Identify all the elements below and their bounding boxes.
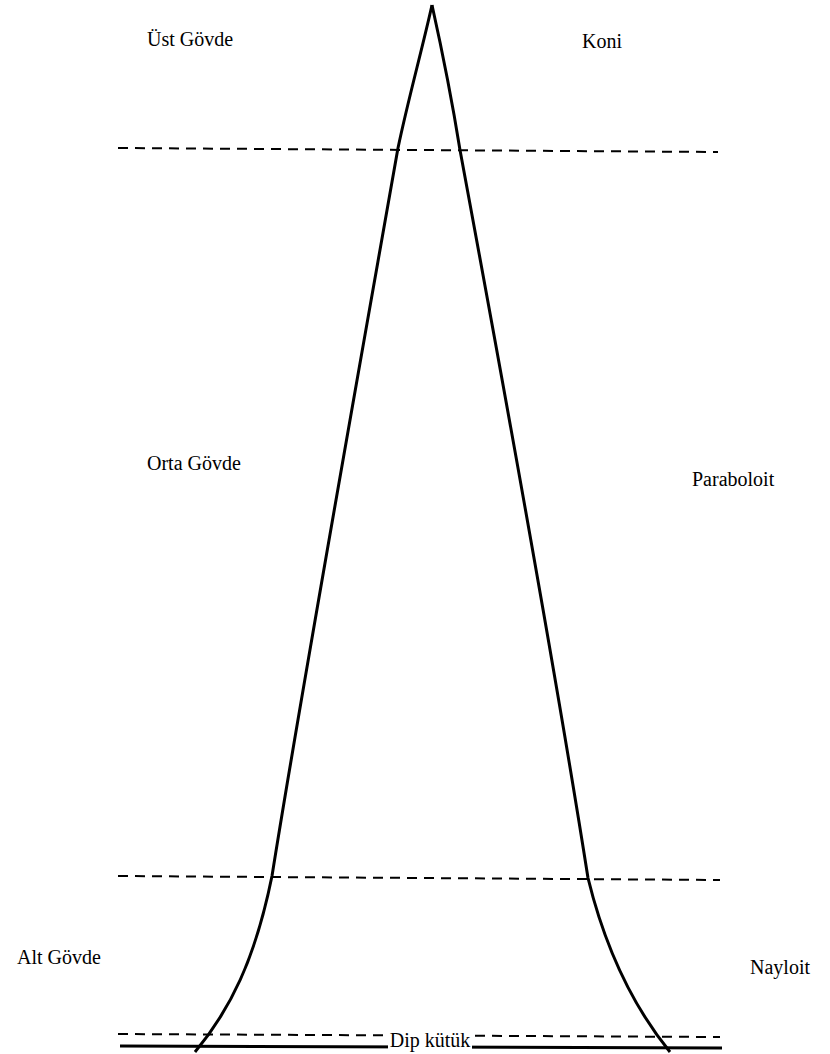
section-label: Nayloit [748,956,812,979]
stem-outline [195,5,432,1052]
section-label: Orta Gövde [145,452,243,475]
section-label: Paraboloit [690,468,776,491]
section-label: Koni [580,30,624,53]
stem-outline [432,5,670,1052]
section-divider [118,876,720,880]
section-label: Alt Gövde [15,946,103,969]
section-divider [118,148,718,152]
section-label: Üst Gövde [145,28,235,51]
section-label: Dip kütük [388,1029,473,1052]
